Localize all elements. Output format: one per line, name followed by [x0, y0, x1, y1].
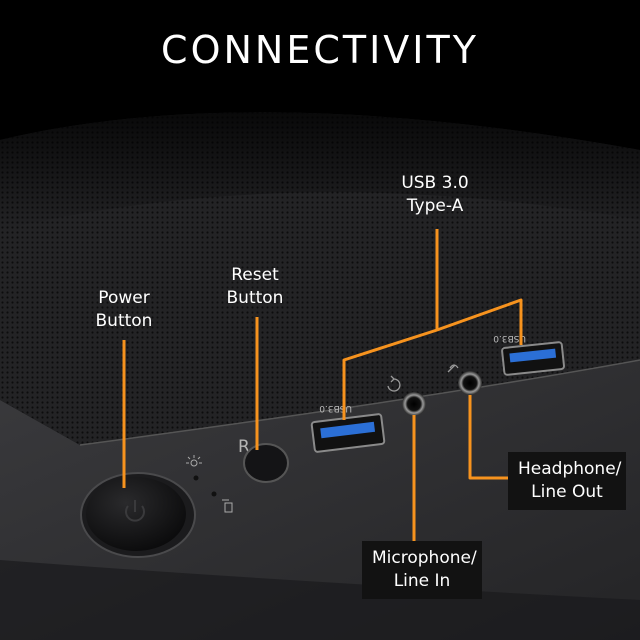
- reset-label-line-1: Reset: [231, 265, 279, 285]
- usb-label-line-2: Type-A: [406, 196, 464, 216]
- power-label: Power Button: [74, 287, 174, 333]
- reset-label-line-2: Button: [226, 288, 284, 308]
- panel-edge: [79, 359, 640, 446]
- power-label-line-1: Power: [98, 288, 150, 308]
- usb-left-marking: USB3.0: [319, 403, 352, 413]
- headphone-label-line-1: Headphone/: [518, 459, 622, 479]
- usb-tongue-left: [320, 421, 376, 439]
- headphone-jack[interactable]: [458, 371, 482, 395]
- reset-button[interactable]: [243, 443, 289, 483]
- reset-label: Reset Button: [205, 264, 305, 310]
- power-icon: [125, 500, 145, 522]
- hdd-led-icon: [222, 499, 233, 513]
- power-led-icon: [186, 455, 202, 467]
- page-title: CONNECTIVITY: [161, 28, 479, 72]
- headphone-callout-line: [468, 395, 515, 480]
- microphone-label-line-1: Microphone/: [372, 548, 477, 568]
- power-button[interactable]: [86, 477, 186, 551]
- microphone-jack[interactable]: [402, 392, 426, 416]
- microphone-label: Microphone/ Line In: [362, 541, 482, 599]
- hdd-led: [211, 491, 217, 497]
- usb-callout-bracket: [342, 298, 523, 420]
- usb-label-line-1: USB 3.0: [401, 173, 469, 193]
- mesh-shadow: [0, 112, 640, 230]
- headphone-label-line-2: Line Out: [531, 482, 603, 502]
- panel-lower-shade: [0, 560, 640, 640]
- headphone-icon: [447, 364, 459, 373]
- usb-label: USB 3.0 Type-A: [370, 172, 500, 218]
- power-led: [193, 475, 199, 481]
- power-label-line-2: Button: [95, 311, 153, 331]
- microphone-icon: [387, 375, 401, 392]
- usb-tongue-right: [509, 348, 557, 363]
- microphone-label-line-2: Line In: [393, 571, 451, 591]
- usb-right-marking: USB3.0: [493, 333, 526, 343]
- headphone-label: Headphone/ Line Out: [508, 452, 626, 510]
